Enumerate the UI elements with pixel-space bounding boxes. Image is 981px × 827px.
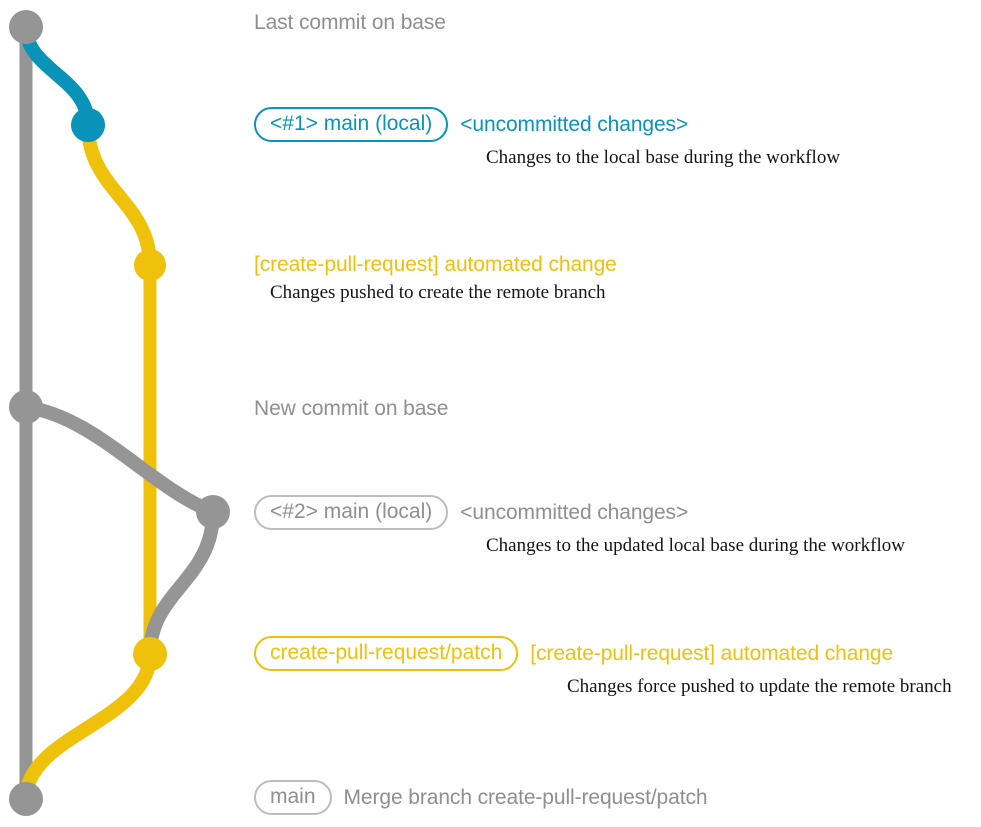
- commit-subtitle-automated-change-1: Changes pushed to create the remote bran…: [270, 282, 606, 303]
- edge-local-2-to-automated-2: [143, 505, 220, 661]
- graph-entry-local-uncommitted-1: <#1> main (local) <uncommitted changes> …: [254, 107, 840, 169]
- commit-node-automated-change-2[interactable]: [133, 637, 167, 671]
- edge-base-to-local-2: [19, 400, 220, 519]
- commit-node-new-commit-on-base[interactable]: [9, 390, 43, 424]
- commit-message-merge-commit: Merge branch create-pull-request/patch: [343, 785, 708, 809]
- graph-entry-merge-commit: main Merge branch create-pull-request/pa…: [254, 780, 708, 815]
- edge-automated-2-to-merge: [19, 647, 157, 806]
- commit-subtitle-automated-change-2: Changes force pushed to update the remot…: [567, 676, 952, 697]
- graph-entry-last-commit-on-base: Last commit on base: [254, 11, 446, 35]
- branch-badge-local-2[interactable]: <#2> main (local): [254, 495, 449, 530]
- edge-base-to-local-1: [19, 20, 95, 132]
- commit-node-last-commit-on-base[interactable]: [9, 10, 43, 44]
- commit-message-local-uncommitted-2: <uncommitted changes>: [460, 500, 689, 524]
- branch-badge-local-1[interactable]: <#1> main (local): [254, 107, 449, 142]
- graph-entry-automated-change-2: create-pull-request/patch [create-pull-r…: [254, 636, 952, 698]
- graph-entry-local-uncommitted-2: <#2> main (local) <uncommitted changes> …: [254, 495, 905, 557]
- commit-message-last-commit-on-base: Last commit on base: [254, 11, 446, 34]
- commit-node-local-uncommitted-1[interactable]: [71, 108, 105, 142]
- graph-entry-automated-change-1: [create-pull-request] automated change C…: [254, 253, 617, 304]
- commit-message-automated-change-2: [create-pull-request] automated change: [530, 641, 894, 665]
- branch-badge-create-pull-request-patch[interactable]: create-pull-request/patch: [254, 636, 519, 671]
- graph-entry-new-commit-on-base: New commit on base: [254, 397, 448, 421]
- commit-subtitle-local-uncommitted-2: Changes to the updated local base during…: [486, 535, 905, 556]
- commit-node-merge-commit[interactable]: [9, 782, 43, 816]
- commit-subtitle-local-uncommitted-1: Changes to the local base during the wor…: [486, 147, 841, 168]
- edge-local-1-to-automated-1: [81, 118, 157, 272]
- commit-message-local-uncommitted-1: <uncommitted changes>: [460, 112, 689, 136]
- commit-message-new-commit-on-base: New commit on base: [254, 397, 449, 420]
- commit-node-automated-change-1[interactable]: [134, 249, 166, 281]
- branch-badge-main[interactable]: main: [254, 780, 332, 815]
- commit-node-local-uncommitted-2[interactable]: [196, 495, 230, 529]
- commit-message-automated-change-1: [create-pull-request] automated change: [254, 253, 617, 276]
